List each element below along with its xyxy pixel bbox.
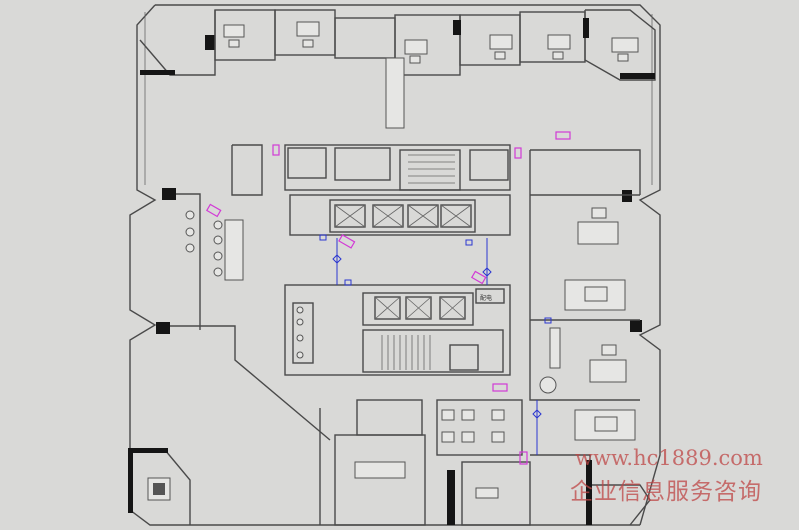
lower-core: 配电 <box>284 284 511 376</box>
fire-equipment <box>205 131 571 465</box>
core-room-label: 配电 <box>480 294 492 302</box>
watermark-url: www.hc1889.com <box>575 446 763 470</box>
sensors <box>319 234 552 455</box>
stairs <box>408 154 455 184</box>
watermark-slogan: 企业信息服务咨询 <box>570 479 762 505</box>
bottom-rooms <box>319 399 651 526</box>
desk-set <box>223 21 639 64</box>
top-offices <box>139 9 656 129</box>
outer-walls <box>129 4 661 526</box>
upper-core <box>284 144 511 236</box>
left-area <box>128 144 331 525</box>
elevators <box>334 204 472 228</box>
right-offices <box>529 149 642 441</box>
